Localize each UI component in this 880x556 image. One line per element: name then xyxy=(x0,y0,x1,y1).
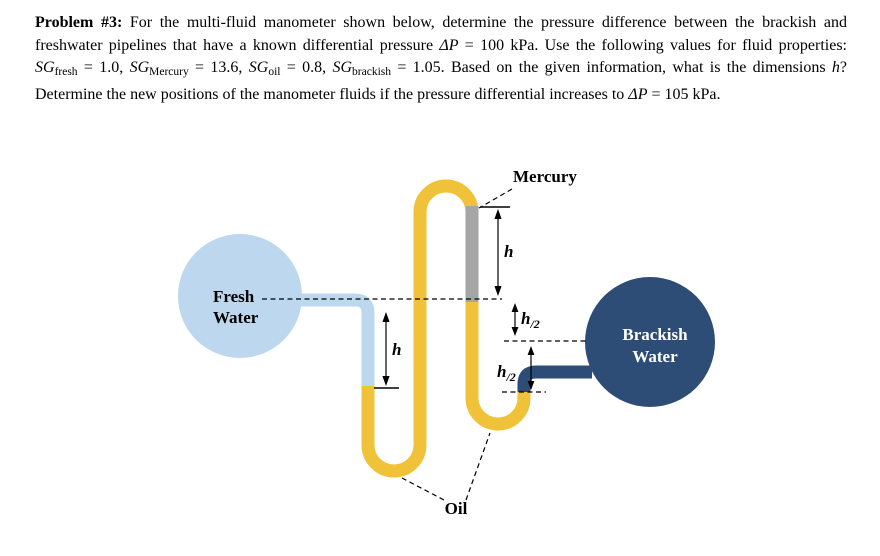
text-segment: = 0.8, xyxy=(280,59,333,76)
brackish-water-reservoir xyxy=(585,277,715,407)
fresh-water-tube xyxy=(296,293,375,390)
text-segment: = 1.05. Based on the given information, … xyxy=(391,59,832,76)
text-segment: = 105 kPa. xyxy=(647,85,721,103)
mercury-leader-line xyxy=(478,188,513,209)
h-mercury-label: h xyxy=(504,242,513,261)
h-half-lower-label: h/2 xyxy=(497,362,516,384)
text-segment: = 100 kPa. Use the following values for … xyxy=(458,36,847,54)
arrowhead-up-icon xyxy=(511,303,519,312)
fresh-water-label-line2: Water xyxy=(213,308,259,327)
sg-symbol: SG xyxy=(332,59,353,76)
sg-subscript: oil xyxy=(268,66,281,78)
sg-symbol: SG xyxy=(129,59,150,76)
arrowhead-up-icon xyxy=(527,346,535,355)
text-segment: = 13.6, xyxy=(188,59,249,76)
h-symbol: h xyxy=(521,309,530,328)
delta-p-symbol: ΔP xyxy=(439,36,459,54)
delta-p-symbol: ΔP xyxy=(628,85,648,103)
sg-subscript: Mercury xyxy=(149,66,189,78)
text-segment: ? Determine the new positions of the man… xyxy=(35,59,848,103)
arrowhead-up-icon xyxy=(494,209,502,219)
text-segment: = 1.0, xyxy=(77,59,130,76)
sg-subscript: fresh xyxy=(54,66,78,78)
oil-tube-left-loop xyxy=(361,179,479,478)
h-symbol: h xyxy=(831,59,840,76)
problem-statement: Problem #3: For the multi-fluid manomete… xyxy=(35,12,847,106)
brackish-water-tube xyxy=(517,365,592,392)
h-symbol: h xyxy=(497,362,506,381)
mercury-label: Mercury xyxy=(513,167,577,186)
oil-leader-line-right xyxy=(465,432,491,501)
oil-label: Oil xyxy=(445,499,468,518)
arrowhead-down-icon xyxy=(494,286,502,296)
oil-tube-right-loop xyxy=(465,298,531,431)
text-segment: For the multi-fluid manometer shown belo… xyxy=(35,14,847,54)
oil-leader-line-left xyxy=(401,477,445,501)
sg-subscript: brackish xyxy=(352,66,391,78)
half-subscript: /2 xyxy=(529,317,539,331)
arrowhead-down-icon xyxy=(382,376,390,386)
brackish-water-label-line2: Water xyxy=(632,347,678,366)
fresh-water-reservoir xyxy=(178,234,302,358)
arrowhead-up-icon xyxy=(382,312,390,322)
fresh-water-label-line1: Fresh xyxy=(213,287,255,306)
h-half-upper-label: h/2 xyxy=(521,309,540,331)
brackish-water-label-line1: Brackish xyxy=(622,325,688,344)
problem-number-label: Problem #3: xyxy=(35,14,123,31)
sg-symbol: SG xyxy=(248,59,269,76)
arrowhead-down-icon xyxy=(511,327,519,336)
sg-symbol: SG xyxy=(35,59,55,76)
arrowhead-down-icon xyxy=(527,381,535,390)
half-subscript: /2 xyxy=(505,370,515,384)
h-left-label: h xyxy=(392,340,401,359)
